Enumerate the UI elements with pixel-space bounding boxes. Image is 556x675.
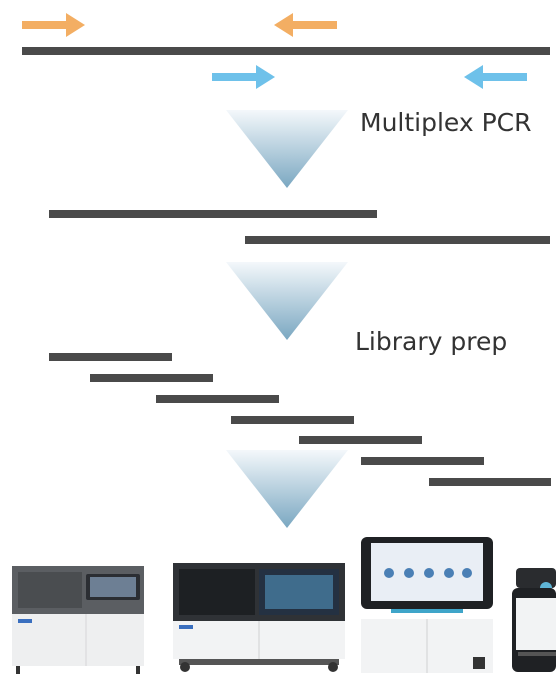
library-fragment bbox=[49, 353, 172, 361]
library-fragment bbox=[299, 436, 422, 444]
reverse-primer-top-arrow-icon bbox=[274, 13, 337, 37]
library-fragment bbox=[429, 478, 551, 486]
funnel-triangle-icon bbox=[226, 110, 348, 188]
forward-primer-top-arrow-icon bbox=[22, 13, 85, 37]
library-prep-label: Library prep bbox=[355, 327, 508, 356]
amplicon-strand bbox=[49, 210, 377, 218]
library-fragment bbox=[90, 374, 213, 382]
sequencer-instrument-icon bbox=[12, 566, 144, 674]
template-dna-strand bbox=[22, 47, 550, 55]
library-fragment bbox=[156, 395, 279, 403]
funnel-triangle-icon bbox=[226, 450, 348, 528]
library-fragment bbox=[231, 416, 354, 424]
reverse-primer-bottom-arrow-icon bbox=[464, 65, 527, 89]
funnel-triangle-icon bbox=[226, 262, 348, 340]
forward-primer-bottom-arrow-icon bbox=[212, 65, 275, 89]
sequencer-instrument-icon bbox=[512, 568, 556, 672]
sequencer-instrument-icon bbox=[173, 563, 345, 672]
amplicon-strand bbox=[245, 236, 550, 244]
sequencer-instrument-icon bbox=[361, 537, 493, 673]
multiplex-pcr-label: Multiplex PCR bbox=[360, 108, 532, 137]
library-fragment bbox=[361, 457, 484, 465]
